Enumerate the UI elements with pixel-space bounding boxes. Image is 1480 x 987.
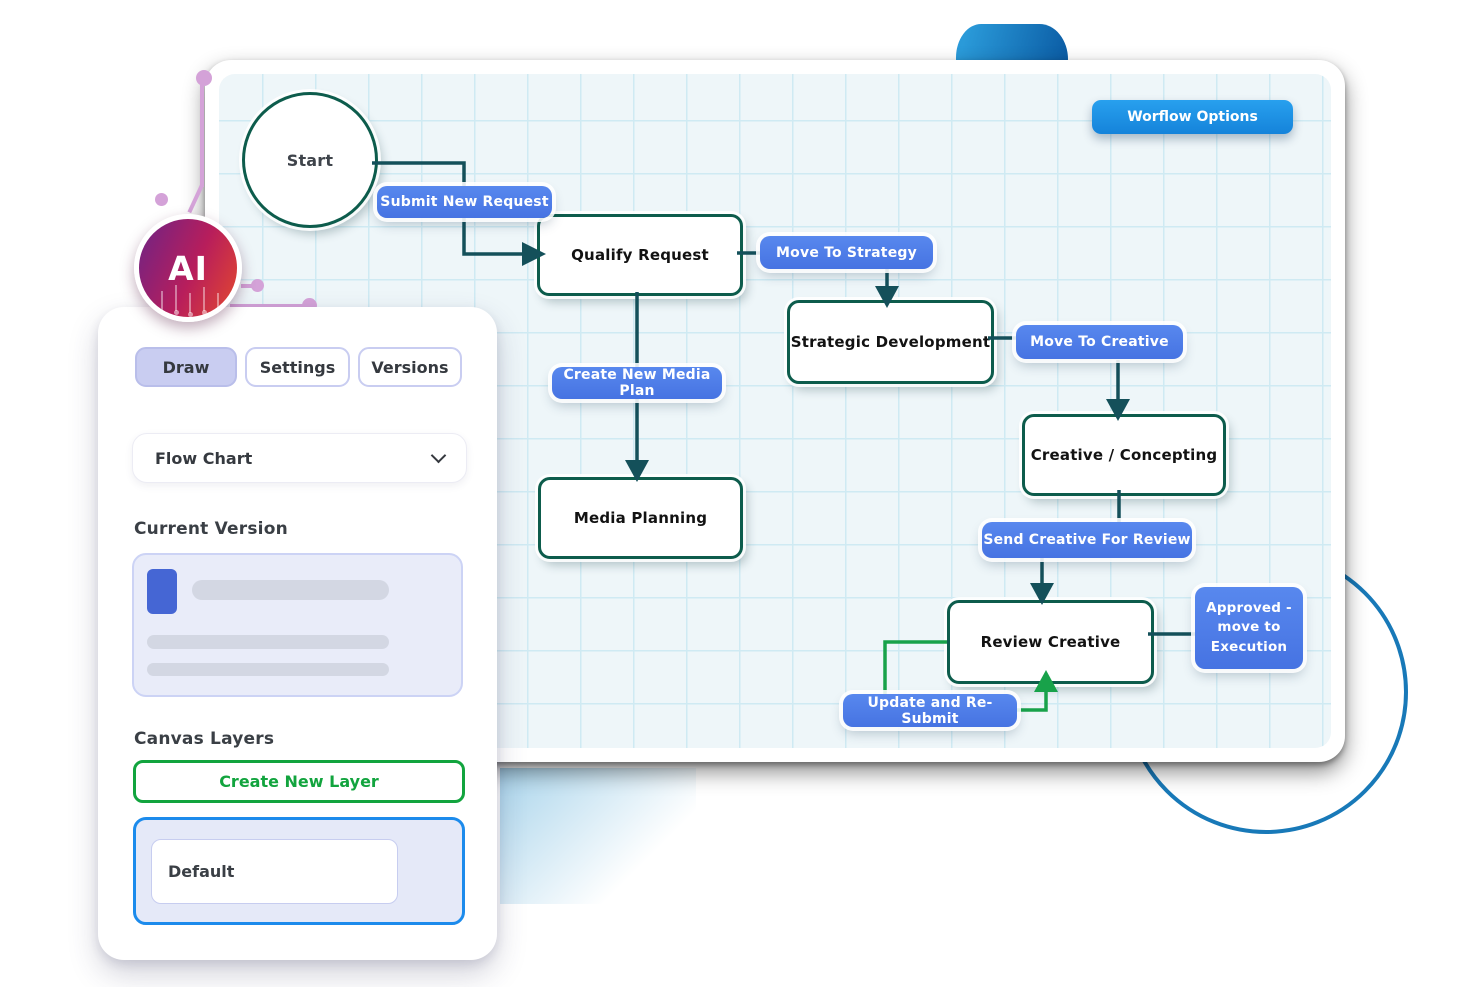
tab-versions-label: Versions — [371, 357, 449, 377]
transition-label: Move To Creative — [1030, 334, 1169, 350]
ai-circuit-trace — [189, 293, 191, 313]
ai-circuit-trace — [203, 287, 205, 311]
transition-submit-new-request[interactable]: Submit New Request — [377, 186, 552, 218]
ai-circuit-trace — [161, 291, 163, 313]
node-review-creative[interactable]: Review Creative — [947, 600, 1154, 684]
canvas-layers-heading: Canvas Layers — [134, 729, 275, 749]
current-version-heading: Current Version — [134, 519, 288, 539]
node-strategic-development-label: Strategic Development — [790, 333, 991, 351]
transition-send-creative-for-review[interactable]: Send Creative For Review — [982, 522, 1192, 558]
ai-circuit-trace — [159, 312, 165, 317]
circuit-dot — [196, 70, 212, 86]
tab-draw[interactable]: Draw — [135, 347, 237, 387]
create-new-layer-button[interactable]: Create New Layer — [133, 760, 465, 803]
node-media-planning-label: Media Planning — [573, 509, 708, 527]
transition-label: Approved - move to Execution — [1206, 599, 1292, 655]
create-new-layer-label: Create New Layer — [219, 772, 379, 791]
ai-logo-badge: AI — [134, 214, 242, 322]
ai-circuit-trace — [217, 293, 219, 311]
version-placeholder-bar — [147, 635, 389, 649]
gradient-glow-decoration — [500, 768, 696, 904]
ai-circuit-trace — [175, 285, 177, 311]
circuit-line — [187, 184, 204, 213]
layer-item-default[interactable]: Default — [151, 839, 398, 904]
node-start-label: Start — [286, 150, 334, 170]
ai-circuit-trace — [215, 310, 221, 315]
ai-circuit-trace — [187, 312, 193, 317]
node-review-creative-label: Review Creative — [980, 633, 1121, 651]
layer-item-label: Default — [168, 862, 235, 881]
node-start[interactable]: Start — [242, 92, 378, 228]
transition-move-to-strategy[interactable]: Move To Strategy — [760, 236, 933, 269]
circuit-dot — [251, 279, 264, 292]
node-creative-concepting-label: Creative / Concepting — [1030, 446, 1218, 464]
circuit-line — [241, 284, 254, 288]
workflow-options-label: Worflow Options — [1127, 109, 1258, 125]
chevron-down-icon — [430, 447, 447, 464]
transition-label: Move To Strategy — [776, 244, 917, 261]
node-creative-concepting[interactable]: Creative / Concepting — [1022, 414, 1226, 496]
version-placeholder-bar — [192, 580, 389, 600]
node-qualify-request-label: Qualify Request — [571, 246, 709, 264]
version-preview-card[interactable] — [132, 553, 463, 697]
transition-approved-move-to-execution[interactable]: Approved - move to Execution — [1195, 587, 1303, 669]
workflow-options-button[interactable]: Worflow Options — [1092, 100, 1293, 134]
transition-label: Update and Re-Submit — [867, 694, 993, 727]
ai-circuit-trace — [173, 310, 179, 315]
side-panel: Draw Settings Versions Flow Chart Curren… — [98, 307, 497, 960]
version-placeholder-bar — [147, 663, 389, 676]
transition-move-to-creative[interactable]: Move To Creative — [1016, 325, 1183, 359]
circuit-line — [230, 304, 306, 308]
ai-circuit-trace — [201, 310, 207, 315]
transition-label: Create New Media Plan — [563, 367, 711, 399]
diagram-type-dropdown[interactable]: Flow Chart — [132, 433, 467, 483]
layer-list-selected: Default — [133, 817, 465, 925]
transition-create-new-media-plan[interactable]: Create New Media Plan — [552, 367, 722, 399]
node-qualify-request[interactable]: Qualify Request — [537, 214, 743, 296]
circuit-dot — [155, 193, 168, 206]
tab-settings[interactable]: Settings — [245, 347, 350, 387]
transition-label: Send Creative For Review — [983, 532, 1191, 548]
diagram-type-value: Flow Chart — [155, 448, 253, 468]
circuit-line — [200, 84, 204, 187]
tab-settings-label: Settings — [259, 357, 336, 377]
version-thumbnail — [147, 569, 177, 614]
node-strategic-development[interactable]: Strategic Development — [787, 300, 994, 384]
tab-versions[interactable]: Versions — [358, 347, 462, 387]
transition-update-and-resubmit[interactable]: Update and Re-Submit — [843, 694, 1017, 727]
blue-blob-decoration — [956, 24, 1068, 66]
node-media-planning[interactable]: Media Planning — [538, 477, 743, 559]
ai-logo-label: AI — [168, 248, 208, 288]
transition-label: Submit New Request — [380, 194, 549, 210]
tab-draw-label: Draw — [162, 357, 210, 377]
